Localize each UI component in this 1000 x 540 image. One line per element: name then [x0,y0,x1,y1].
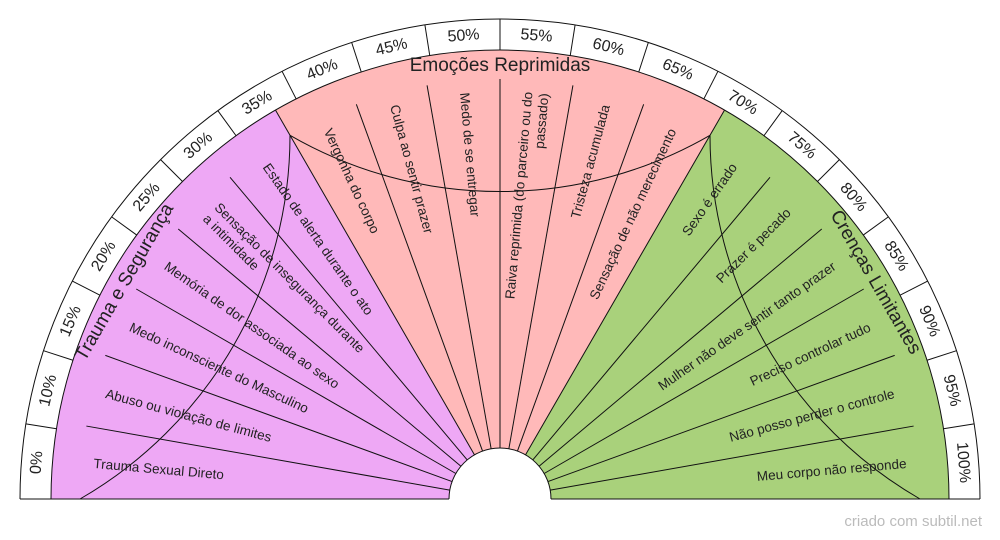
item-divider [516,104,645,452]
chart-lines [19,18,981,500]
section-divider [525,109,725,456]
scale-outer-arc [19,18,981,500]
item-divider [86,425,450,491]
item-divider [532,176,771,461]
scale-divider [424,24,431,56]
item-divider [136,288,457,474]
scale-divider [569,24,576,56]
scale-divider [899,280,928,296]
item-divider [229,176,468,461]
item-divider [547,354,895,483]
scale-divider [281,71,297,100]
item-divider [426,85,492,449]
item-divider [508,85,574,449]
item-divider [355,104,484,452]
scale-divider [111,216,138,236]
scale-divider [763,110,783,137]
section-divider [275,109,475,456]
scale-divider [25,423,57,430]
percent-label: 55% [520,26,553,45]
scale-divider [862,216,889,236]
item-divider [177,228,462,467]
center-hub [449,448,551,499]
scale-divider [638,42,649,73]
scale-inner-arc [50,49,950,500]
scale-divider [817,159,840,182]
item-divider [538,228,823,467]
hub-arc [448,447,552,500]
item-divider [543,288,864,474]
scale-divider [351,42,362,73]
percent-label: 0% [28,450,47,474]
section-sector [525,110,949,499]
scale-divider [160,159,183,182]
scale-divider [72,280,101,296]
scale-divider [703,71,719,100]
scale-divider [217,110,237,137]
item-divider [550,425,914,491]
section-title: Emoções Reprimidas [410,55,591,76]
scale-divider [943,423,975,430]
scale-divider [43,350,74,361]
credit-text: criado com subtil.net [844,513,982,530]
section-sector [51,110,475,499]
percent-label: 50% [447,26,480,45]
item-divider [105,354,453,483]
percent-label: 100% [953,441,973,483]
scale-divider [926,350,957,361]
